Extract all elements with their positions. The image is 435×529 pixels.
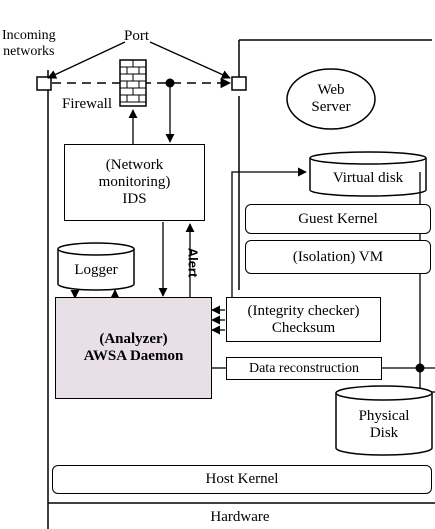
alert-label: Alert — [185, 247, 201, 278]
network-tap-dot — [165, 78, 175, 88]
physical-disk-label: Physical Disk — [336, 408, 432, 442]
vm-port-square — [231, 76, 247, 91]
analyzer-box: (Analyzer) AWSA Daemon — [55, 297, 212, 399]
virtual-disk-label: Virtual disk — [332, 170, 404, 186]
guest-kernel-box: Guest Kernel — [245, 204, 431, 234]
checksum-box: (Integrity checker) Checksum — [226, 297, 381, 342]
host-kernel-label: Host Kernel — [205, 471, 279, 487]
checksum-line-1: (Integrity checker) — [247, 302, 360, 319]
incoming-networks-label: Incoming networks — [2, 28, 56, 60]
hardware-label: Hardware — [210, 509, 270, 525]
physical-disk-line-1: Physical — [358, 408, 410, 424]
host-kernel-box: Host Kernel — [52, 465, 432, 494]
incoming-networks-line-1: Incoming — [2, 28, 56, 43]
logger-label: Logger — [74, 262, 118, 278]
incoming-networks-line-2: networks — [3, 44, 55, 59]
port-arrow-left — [47, 41, 126, 79]
checksum-line-2: Checksum — [271, 319, 336, 336]
ids-box: (Network monitoring) IDS — [64, 144, 205, 221]
logger-cylinder — [57, 242, 135, 291]
firewall-icon — [119, 59, 147, 107]
port-arrow-right — [149, 41, 231, 79]
ids-line-2: monitoring) — [98, 174, 171, 190]
checksum-to-virtual-disk-line — [231, 167, 307, 297]
virtual-disk-cylinder — [309, 151, 427, 197]
web-server-line-1: Web — [317, 82, 345, 98]
web-server-label: Web Server — [287, 82, 375, 116]
isolation-vm-label: (Isolation) VM — [292, 248, 384, 265]
firewall-label: Firewall — [62, 96, 112, 112]
ids-line-1: (Network — [105, 157, 164, 173]
web-server-line-2: Server — [311, 99, 351, 115]
isolation-vm-box: (Isolation) VM — [245, 240, 431, 274]
port-label: Port — [124, 28, 150, 44]
incoming-port-square — [36, 76, 52, 91]
vm-container-outline — [238, 39, 432, 290]
guest-kernel-label: Guest Kernel — [298, 210, 378, 227]
physical-disk-cylinder — [335, 385, 433, 456]
data-reconstruction-box: Data reconstruction — [226, 357, 382, 380]
physical-disk-line-2: Disk — [369, 425, 399, 441]
analyzer-line-1: (Analyzer) — [99, 331, 168, 347]
data-reconstruction-label: Data reconstruction — [248, 361, 359, 376]
analyzer-line-2: AWSA Daemon — [83, 348, 184, 364]
bus-dot-upper — [415, 363, 425, 373]
ids-line-3: IDS — [122, 191, 147, 207]
web-server-ellipse — [286, 68, 376, 130]
